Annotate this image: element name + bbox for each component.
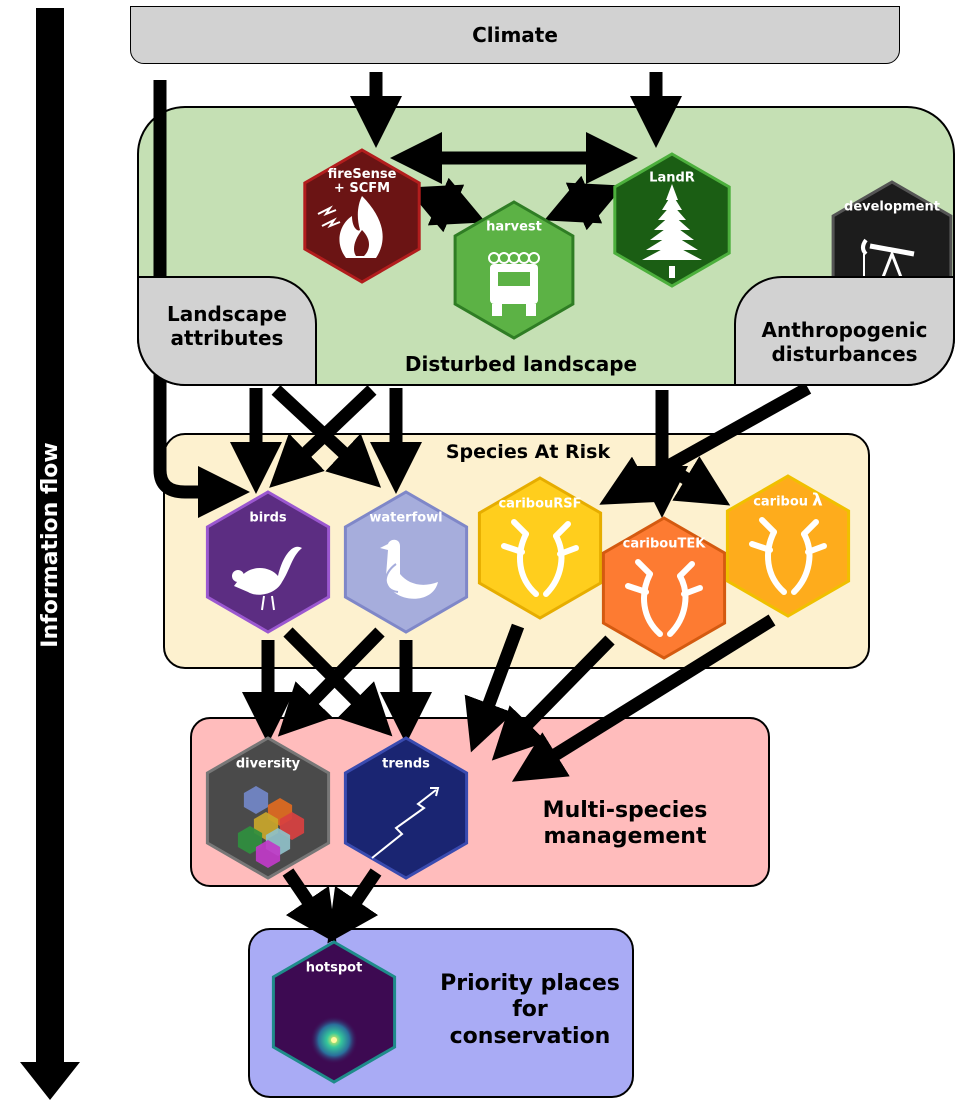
module-trends: trends bbox=[343, 736, 469, 880]
module-firesense: fireSense+ SCFM bbox=[303, 148, 421, 284]
module-label: harvest bbox=[486, 220, 542, 235]
multi-species-label: Multi-species management bbox=[500, 798, 750, 851]
module-label: development bbox=[844, 200, 940, 215]
arrow-cross-4 bbox=[277, 627, 385, 737]
priority-places-label: Priority places for conservation bbox=[420, 971, 640, 1050]
arrow-cariboursf-multi bbox=[464, 623, 525, 753]
module-label: waterfowl bbox=[369, 510, 442, 525]
arrow-cariboutek-multi bbox=[491, 635, 615, 761]
landscape-attributes-line2: attributes bbox=[170, 326, 284, 350]
hexagon-cariboursf bbox=[477, 476, 603, 620]
hexagon-cariboutek bbox=[601, 516, 727, 660]
module-label: hotspot bbox=[306, 960, 363, 975]
anthropogenic-line1: Anthropogenic bbox=[761, 318, 928, 342]
hexagon-hotspot bbox=[271, 940, 397, 1084]
conifer-tree-icon bbox=[642, 184, 702, 278]
module-label: fireSense bbox=[328, 167, 397, 182]
module-diversity: diversity bbox=[205, 736, 331, 880]
flow-arrows bbox=[153, 72, 812, 944]
module-waterfowl: waterfowl bbox=[343, 490, 469, 634]
module-label: birds bbox=[249, 510, 286, 525]
module-label-line2: + SCFM bbox=[334, 181, 390, 196]
landscape-attributes-line1: Landscape bbox=[167, 302, 287, 326]
climate-label: Climate bbox=[472, 23, 558, 47]
priority-line1: Priority places bbox=[440, 971, 620, 996]
hexagon-mosaic-icon bbox=[237, 786, 305, 868]
module-label: caribouTEK bbox=[623, 536, 707, 551]
module-hotspot: hotspot bbox=[271, 940, 397, 1084]
fire-icon bbox=[317, 196, 383, 258]
module-label: caribouRSF bbox=[498, 496, 581, 511]
arrow-landr-cariboulambda bbox=[668, 456, 731, 506]
arrow-harvest-landr bbox=[544, 175, 624, 231]
antler-icon bbox=[625, 559, 703, 637]
module-cariboutek: caribouTEK bbox=[601, 516, 727, 660]
heatspot-icon bbox=[310, 1016, 358, 1064]
landscape-attributes-box: Landscape attributes bbox=[137, 276, 317, 386]
anthropogenic-disturbances-box: Anthropogenic disturbances bbox=[734, 276, 955, 386]
anthropogenic-line2: disturbances bbox=[771, 342, 918, 366]
module-harvest: harvest bbox=[453, 200, 575, 340]
module-label: LandR bbox=[649, 171, 695, 186]
priority-line3: conservation bbox=[449, 1023, 611, 1049]
module-landr: LandR bbox=[613, 152, 731, 288]
hexagon-trends bbox=[343, 736, 469, 880]
arrow-cross-1 bbox=[271, 385, 382, 488]
arrow-cariboulambda-multi bbox=[511, 614, 776, 782]
module-birds: birds bbox=[205, 490, 331, 634]
arrow-cross-2 bbox=[269, 385, 377, 488]
antler-icon bbox=[501, 519, 579, 597]
trend-arrow-icon bbox=[371, 787, 440, 859]
priority-line2: for bbox=[512, 997, 548, 1023]
goose-icon bbox=[380, 539, 438, 599]
hexagon-birds bbox=[205, 490, 331, 634]
module-label: trends bbox=[382, 756, 430, 771]
module-cariboursf: caribouRSF bbox=[477, 476, 603, 620]
hexagon-cariboulambda bbox=[725, 474, 851, 618]
information-flow-arrow: Information flow bbox=[20, 8, 80, 1100]
hexagon-waterfowl bbox=[343, 490, 469, 634]
arrow-firesense-harvest bbox=[406, 177, 486, 233]
module-label: diversity bbox=[236, 756, 301, 771]
antler-icon bbox=[749, 517, 827, 595]
arrow-diversity-hotspot bbox=[282, 868, 337, 944]
multi-species-line2: management bbox=[543, 824, 707, 850]
information-flow-label: Information flow bbox=[38, 442, 63, 647]
climate-bar: Climate bbox=[130, 6, 900, 64]
arrow-climate-birds bbox=[153, 80, 250, 518]
bird-icon bbox=[232, 546, 302, 611]
disturbed-landscape-title: Disturbed landscape bbox=[404, 352, 638, 376]
logging-truck-icon bbox=[488, 252, 540, 316]
lambda-symbol: λ bbox=[812, 490, 823, 510]
multi-species-line1: Multi-species bbox=[542, 798, 708, 823]
arrow-anthro-cariboursf bbox=[599, 382, 812, 505]
species-at-risk-title: Species At Risk bbox=[445, 441, 611, 463]
arrow-trends-hotspot bbox=[327, 868, 382, 944]
